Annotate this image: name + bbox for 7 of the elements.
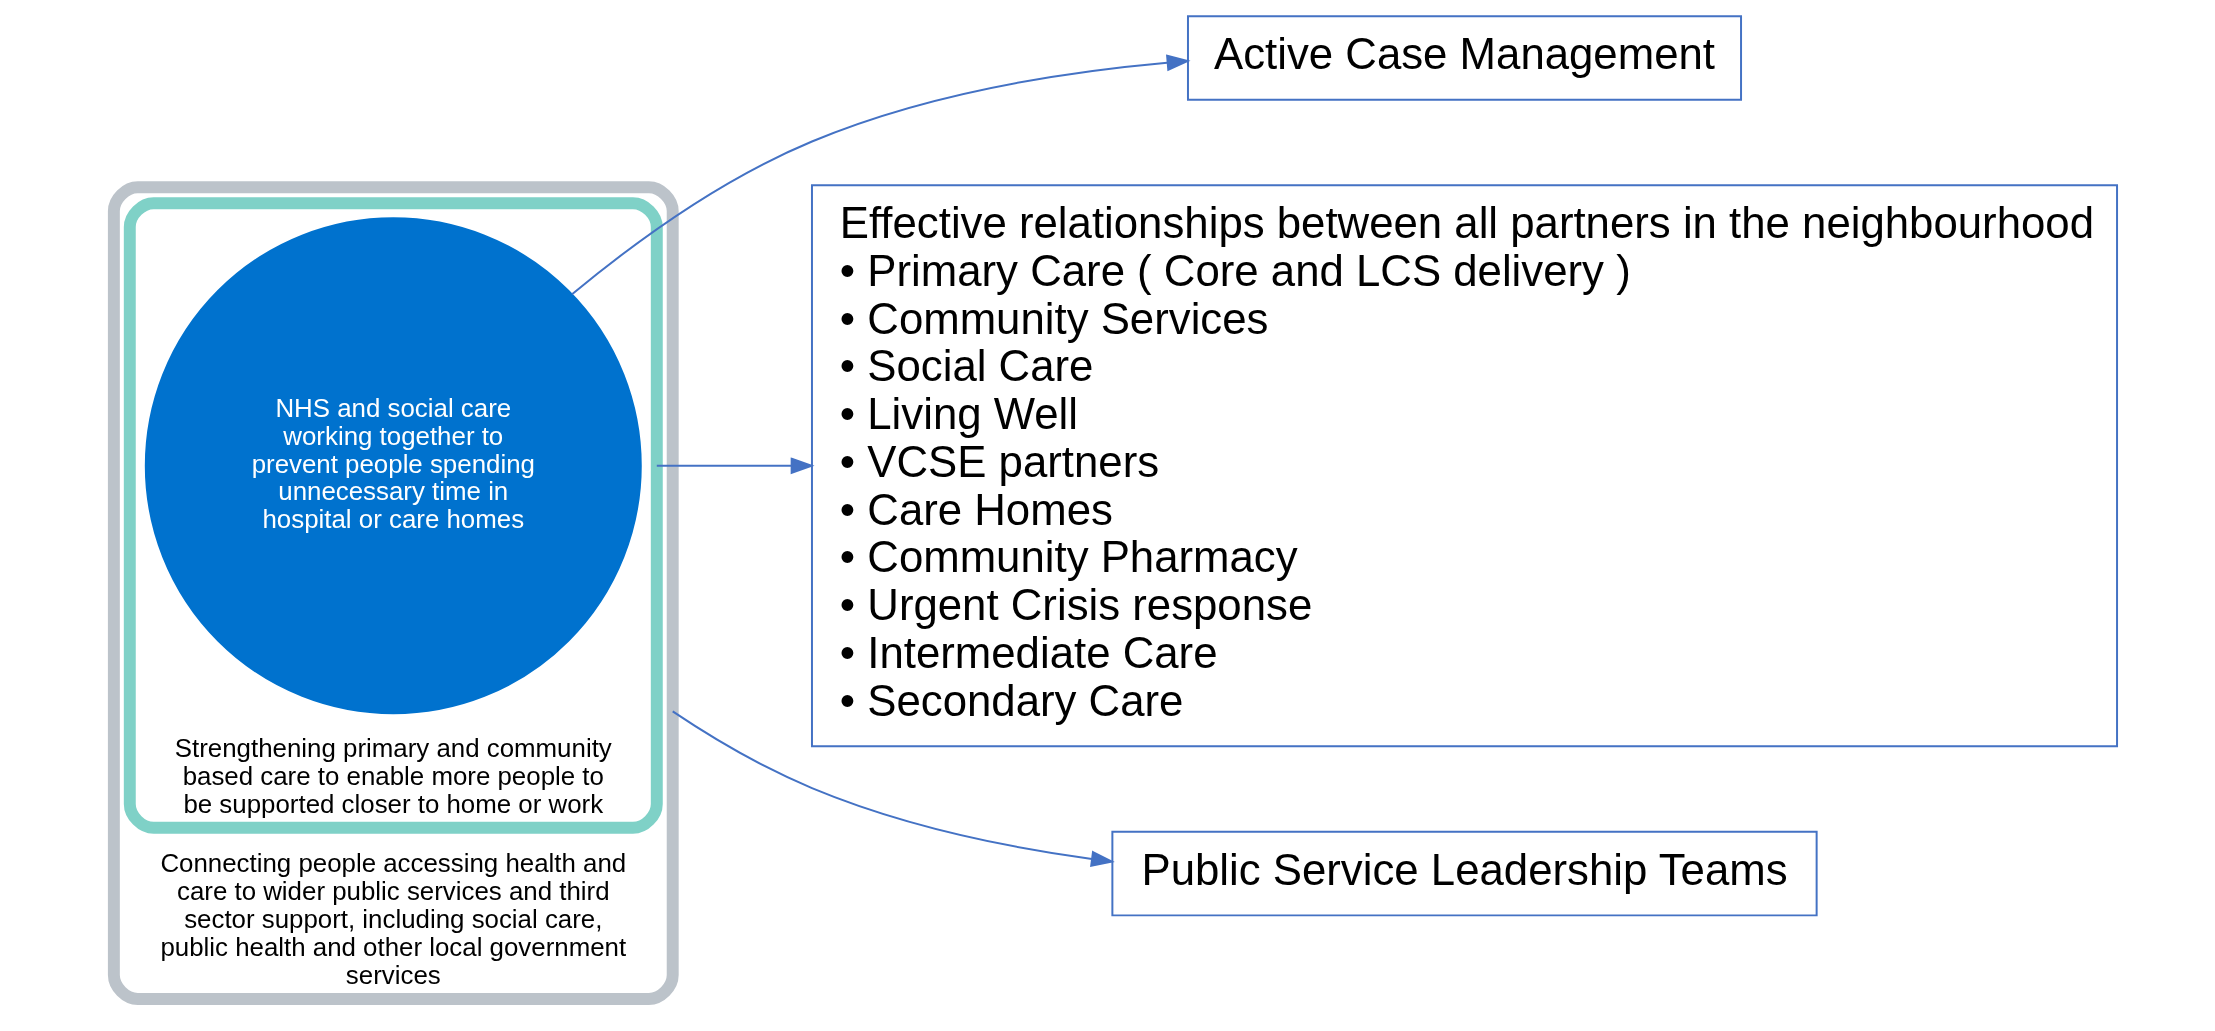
node-box: Active Case Management [1186, 15, 1743, 101]
node-box: Public Service Leadership Teams [1111, 830, 1818, 917]
node-circle: NHS and social care working together to prevent people spending unnecessary time in hospital or care homes [144, 217, 642, 715]
arrow [655, 457, 815, 475]
arrow [571, 54, 1191, 296]
arrow [671, 710, 1115, 868]
node-box: Effective relationships between all partners in the neighbourhood • Primary Care ( Core and LCS delivery ) • Community Services • Social Care • Living Well • VCSE partners • Care Homes • Community Pharmacy • Urgent Crisis response • Intermediate Care • Secondary Care [810, 184, 2119, 748]
